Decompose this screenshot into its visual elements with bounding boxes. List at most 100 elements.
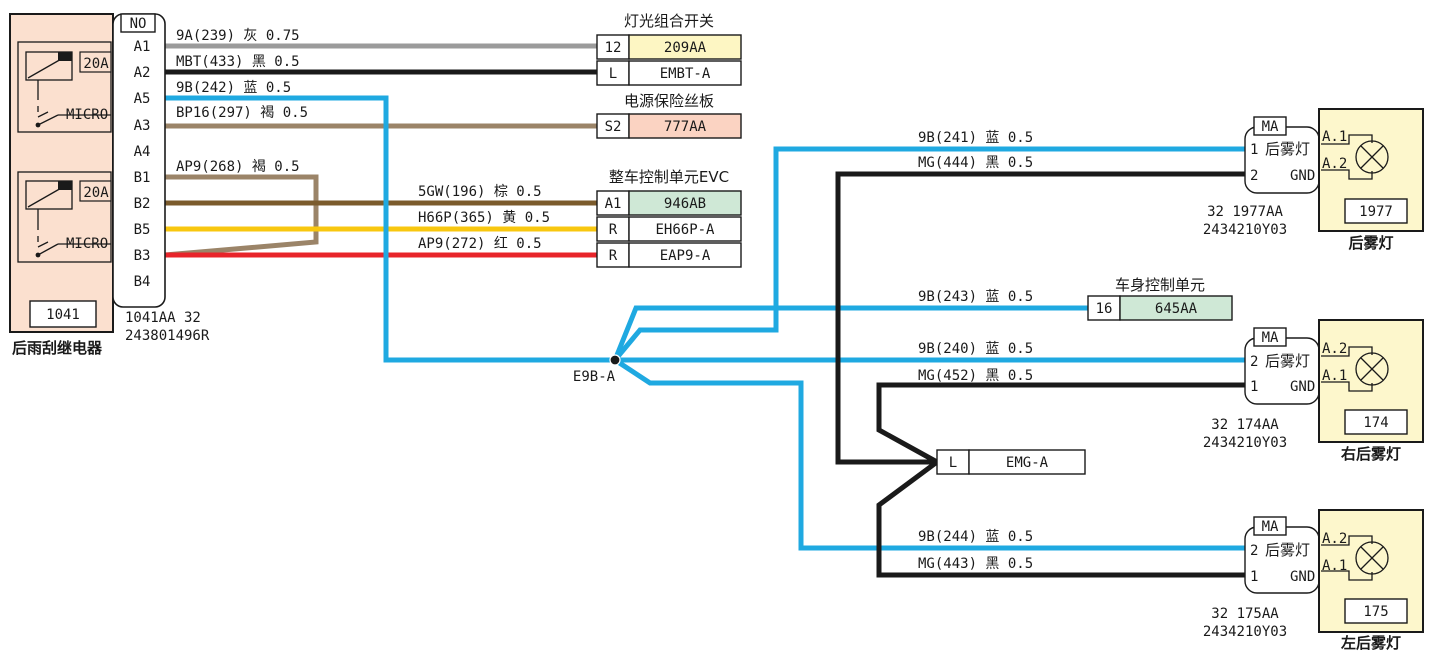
wire-label-w2: MBT(433) 黑 0.5	[176, 54, 300, 70]
relay-switch-symbol-1	[17, 41, 112, 133]
light-switch-pin2-box	[596, 60, 630, 86]
wire-black-rear-fog-ground[interactable]	[835, 171, 1245, 465]
wire-label-w10: MG(444) 黑 0.5	[918, 155, 1033, 171]
evc-code2-box	[628, 216, 742, 242]
ground-pin: L	[949, 455, 957, 471]
relay-pin-b2: B2	[134, 196, 151, 212]
fuse-board-code: 777AA	[664, 119, 707, 135]
left-fog-pin2-text: GND	[1290, 569, 1315, 585]
left-fog-part-line1: 32 175AA	[1211, 606, 1279, 622]
right-fog-part-line2: 2434210Y03	[1203, 435, 1287, 451]
rear-fog-bulb-icon	[1355, 140, 1389, 174]
evc-code3: EAP9-A	[660, 248, 711, 264]
ground-code-box	[968, 449, 1086, 475]
left-fog-circuit	[1321, 535, 1373, 581]
relay-connector-tag: NO	[130, 16, 147, 32]
left-rear-fog-lamp[interactable]: MA 2 后雾灯 1 GND A.2 A.1 175	[1244, 509, 1424, 633]
relay-micro-label-2: MICRO	[66, 236, 108, 252]
wire-label-w4: BP16(297) 褐 0.5	[176, 105, 308, 121]
evc-code2: EH66P-A	[655, 222, 715, 238]
body-control-module[interactable]: 车身控制单元 16 645AA	[1087, 276, 1233, 321]
evc-pin3: R	[609, 248, 618, 264]
light-switch-pin2: L	[609, 66, 617, 82]
relay-pin-a5: A5	[134, 91, 151, 107]
evc-pin2-box	[596, 216, 630, 242]
left-fog-tag: MA	[1262, 519, 1279, 535]
right-fog-code-box	[1344, 409, 1408, 435]
wire-blue-bcm[interactable]	[612, 305, 1088, 361]
left-fog-code: 175	[1363, 604, 1388, 620]
evc-pin1: A1	[605, 196, 622, 212]
splice-label: E9B-A	[573, 369, 616, 385]
wire-label-w5: AP9(268) 褐 0.5	[176, 159, 300, 175]
wire-label-w13: MG(452) 黑 0.5	[918, 368, 1033, 384]
rear-wiper-relay[interactable]: NO A1 A2 A5 A3 A4 B1 B2 B5 B3 B4 20A MIC…	[9, 13, 166, 333]
power-fuse-board[interactable]: 电源保险丝板 S2 777AA	[596, 92, 742, 139]
wire-label-w11: 9B(243) 蓝 0.5	[918, 289, 1033, 305]
vehicle-control-unit-evc[interactable]: 整车控制单元EVC A1 946AB R EH66P-A R EAP9-A	[596, 168, 742, 268]
rear-fog-pin2-text: GND	[1290, 168, 1315, 184]
rear-fog-code: 1977	[1359, 204, 1393, 220]
right-fog-bulb-cross	[1360, 357, 1384, 381]
rear-fog-lamp[interactable]: MA 1 后雾灯 2 GND A.1 A.2 1977	[1244, 108, 1424, 232]
right-fog-bulb-icon	[1355, 352, 1389, 386]
relay-code: 1041	[46, 307, 80, 323]
light-switch-code2-box	[628, 60, 742, 86]
relay-code-box	[29, 300, 97, 328]
rear-fog-title: 后雾灯	[1348, 234, 1393, 252]
wire-black-right-fog-ground[interactable]	[876, 382, 1245, 465]
wire-blue-left-fog[interactable]	[613, 357, 1245, 551]
wire-blue-rear-fog[interactable]	[613, 146, 1245, 362]
wire-label-w14: 9B(244) 蓝 0.5	[918, 529, 1033, 545]
ground-code: EMG-A	[1006, 455, 1049, 471]
bcm-code: 645AA	[1155, 301, 1198, 317]
relay-fuse-label-2: 20A	[83, 185, 109, 201]
wire-label-w15: MG(443) 黑 0.5	[918, 556, 1033, 572]
right-rear-fog-lamp[interactable]: MA 2 后雾灯 1 GND A.2 A.1 174	[1244, 319, 1424, 443]
rear-fog-pin1-num: 1	[1250, 142, 1258, 158]
evc-code1: 946AB	[664, 196, 706, 212]
relay-pin-b4: B4	[134, 274, 151, 290]
splice-node[interactable]	[609, 354, 621, 366]
right-fog-pin2-text: GND	[1290, 379, 1315, 395]
left-fog-bulb-cross	[1360, 546, 1384, 570]
wires	[164, 43, 1245, 578]
bcm-pin: 16	[1096, 301, 1113, 317]
relay-pin-a3: A3	[134, 118, 151, 134]
left-fog-pin1-text: 后雾灯	[1265, 541, 1310, 559]
relay-pin-b5: B5	[134, 222, 151, 238]
wire-blue-a5[interactable]	[165, 95, 615, 363]
rear-fog-circuit	[1321, 134, 1373, 180]
evc-title: 整车控制单元EVC	[609, 168, 729, 186]
light-combination-switch[interactable]: 灯光组合开关 12 209AA L EMBT-A	[596, 12, 742, 86]
fuse-board-code-box	[628, 113, 742, 139]
ground-point[interactable]: L EMG-A	[936, 449, 1086, 475]
light-switch-title: 灯光组合开关	[624, 12, 714, 30]
light-switch-code1: 209AA	[664, 40, 707, 56]
relay-fuse-label-1: 20A	[83, 56, 109, 72]
wire-black-left-fog-ground[interactable]	[876, 459, 1245, 578]
rear-fog-a-top: A.1	[1322, 129, 1347, 145]
bcm-title: 车身控制单元	[1115, 276, 1205, 294]
bcm-code-box	[1119, 295, 1233, 321]
evc-code3-box	[628, 242, 742, 268]
rear-fog-pin1-text: 后雾灯	[1265, 140, 1310, 158]
light-switch-code1-box	[628, 34, 742, 60]
left-fog-title: 左后雾灯	[1340, 634, 1401, 652]
left-fog-tag-box	[1253, 516, 1287, 536]
right-fog-tag-box	[1253, 327, 1287, 347]
relay-title: 后雨刮继电器	[12, 339, 103, 357]
relay-part-line2: 243801496R	[125, 328, 210, 344]
evc-pin1-box	[596, 190, 630, 216]
rear-fog-part-line1: 32 1977AA	[1207, 204, 1283, 220]
left-fog-code-box	[1344, 598, 1408, 624]
wire-brown-loop-b1-b3[interactable]	[164, 174, 319, 258]
relay-body	[9, 13, 114, 333]
right-fog-pin2-num: 1	[1250, 379, 1258, 395]
rear-fog-bulb-cross	[1360, 145, 1384, 169]
wire-label-w8: AP9(272) 红 0.5	[418, 236, 542, 252]
left-fog-a-bottom: A.1	[1322, 558, 1347, 574]
right-fog-a-bottom: A.1	[1322, 368, 1347, 384]
left-fog-pin1-num: 2	[1250, 543, 1258, 559]
